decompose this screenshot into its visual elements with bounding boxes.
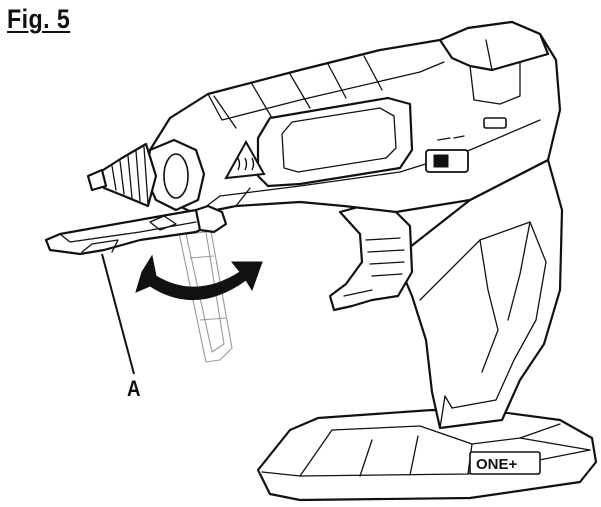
battery-base: [256, 408, 598, 502]
nozzle-collar: [144, 138, 206, 212]
nozzle: [86, 142, 158, 208]
callout-label-a: A: [127, 376, 141, 401]
trigger: [328, 198, 414, 312]
gun-body: [148, 20, 562, 216]
stand-extended: [44, 204, 228, 256]
hot-surface-warning-icon: [224, 139, 266, 180]
rotation-arrow-icon: [135, 254, 263, 301]
figure-title: Fig. 5: [7, 4, 71, 34]
brand-logo: ONE+: [476, 456, 518, 473]
callout-leader-line: [101, 253, 135, 375]
